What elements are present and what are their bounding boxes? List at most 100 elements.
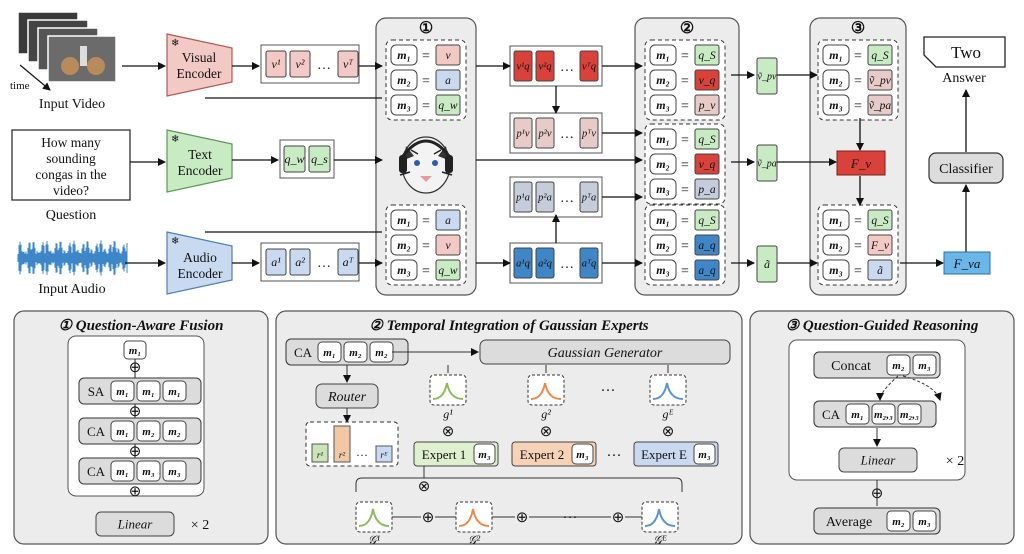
stage2-g3-val-2: a_q [698, 265, 716, 277]
stage2-g1-val-1: v_q [699, 75, 716, 87]
pa-token-0: p¹a [515, 193, 530, 204]
b2-oplus-2: ⊕ [612, 510, 625, 526]
b1-plus-1: ⊕ [129, 404, 142, 420]
audio-token-3: aᵀ [343, 255, 354, 269]
b2-ca-arg-0: m₁ [323, 347, 335, 359]
b2-oplus-1-bg [515, 510, 529, 524]
b2-bracket [355, 477, 683, 492]
b2-expert-m3-1-box [571, 443, 594, 465]
stage1-top-val-0-box [435, 44, 461, 66]
stage2-g1-val-1-box [694, 69, 720, 91]
b3-average-m2: m₂ [892, 516, 905, 528]
answer-label: Answer [942, 71, 986, 86]
audio-encoder-frozen-icon: ❄ [171, 236, 179, 247]
aq-token-3: aᵀq [582, 259, 597, 270]
b2-G-box-2 [641, 501, 679, 533]
stage2-g3-val-1: a_q [698, 240, 716, 252]
stage3-bottom-key-0: m₁ [829, 213, 843, 227]
b3-average-m3-box [912, 510, 937, 532]
fva-node [943, 251, 991, 275]
b3-concat-m2-box [886, 354, 911, 376]
stage2-g3-val-0-box [694, 209, 720, 231]
b1-times2: × 2 [191, 518, 209, 533]
b2-router-bar-label-1: r² [339, 450, 346, 460]
visual-token-0: v¹ [272, 57, 281, 71]
audio-encoder: ❄ Audio Encoder [166, 231, 233, 295]
b2-gaussian-generator: Gaussian Generator [548, 346, 663, 361]
input-audio-label: Input Audio [38, 282, 105, 297]
stage1-bottom-val-1: v [445, 240, 451, 252]
stage1-bottom-eq-1: = [422, 239, 430, 254]
b1-row-1-arg-1-box [136, 420, 161, 442]
input-video-label: Input Video [39, 97, 105, 112]
stage1-bottom-val-2-box [435, 259, 461, 281]
b2-expert-label-0: Expert 1 [422, 447, 466, 462]
stage3-bottom-eq-2: = [854, 264, 862, 279]
audio-token-ellipsis: … [317, 256, 331, 271]
stage1-bottom-val-0: a [445, 215, 451, 227]
stage3-top-key-1-box [822, 69, 850, 91]
b1-row-2-arg-1-box [136, 460, 161, 482]
stage2-g1-val-2: p_v [698, 100, 717, 112]
b1-row-2-op: CA [87, 464, 106, 479]
mid-vpa-box [756, 144, 778, 182]
time-arrow [19, 64, 51, 91]
b1-row-2-arg-0: m₁ [116, 466, 128, 478]
b2-oplus-0-bg [421, 510, 435, 524]
stage3-top-key-2-box [822, 94, 850, 116]
stage3-top-val-0: q_S [871, 50, 889, 62]
stage2-g2-key-2-box [649, 178, 677, 200]
question-line-4: video? [53, 183, 89, 198]
classifier-box [928, 152, 1004, 184]
gaussian-experts-panel [275, 310, 743, 545]
audio-token-1: a² [295, 255, 305, 269]
stage1-top-key-0: m₁ [397, 48, 411, 62]
b2-router-bar-0 [311, 443, 329, 463]
stage1-bottom-key-1-box [390, 234, 418, 256]
stage1-bottom-key-0-box [390, 209, 418, 231]
b1-row-2-arg-1: m₃ [142, 466, 155, 478]
b1-row-0-arg-0-box [110, 380, 135, 402]
stage1-top-key-2: m₃ [397, 98, 411, 112]
visual-token-1-box [289, 50, 311, 78]
stage2-g3-eq-1: = [681, 239, 689, 254]
stage2-g3-eq-2: = [681, 264, 689, 279]
mid-a: ã [764, 257, 770, 271]
stage2-g1-key-1-box [649, 69, 677, 91]
pa-token-3-box [579, 181, 599, 213]
b2-otimes-1: ⊗ [540, 424, 553, 440]
stage2-g3-key-1: m₂ [656, 238, 670, 252]
b2-ca-arg-0-box [317, 341, 342, 363]
b3-ca-arg-1: m₂,₃ [874, 409, 893, 421]
stage3-bottom-key-2: m₃ [829, 263, 843, 277]
b1-row-0-op: SA [88, 384, 105, 399]
qg-reasoning-title: ③ Question-Guided Reasoning [786, 318, 979, 334]
stage2-g2-val-2-box [694, 178, 720, 200]
b1-row-1-arg-2-box [162, 420, 187, 442]
aq-token-0: a¹q [516, 259, 530, 270]
stage2-g1-eq-1: = [681, 74, 689, 89]
b3-ca-op: CA [822, 407, 841, 422]
b3-concat-m3: m₃ [918, 360, 931, 372]
stage1-bottom-val-1-box [435, 234, 461, 256]
visual-encoder-label-2: Encoder [177, 66, 222, 81]
mid-vpv-box [756, 57, 778, 95]
stage1-bottom-val-0-box [435, 209, 461, 231]
b1-row-2-arg-2-box [162, 460, 187, 482]
b3-average-label: Average [826, 515, 872, 530]
stage2-g2-key-0: m₁ [656, 132, 670, 146]
fva-label: F_va [953, 256, 981, 271]
b1-linear-box [95, 511, 175, 537]
stage3-bottom-val-2-box [867, 259, 893, 281]
b2-G-dots: ··· [563, 510, 578, 526]
b2-G-curve-1 [458, 508, 490, 527]
aq-token-1-box [535, 247, 555, 279]
stage2-g2-key-2: m₃ [656, 182, 670, 196]
stage3-top-key-0: m₁ [829, 48, 843, 62]
stage2-g3-val-0: q_S [698, 215, 716, 227]
aq-token-ellipsis: … [560, 257, 574, 272]
